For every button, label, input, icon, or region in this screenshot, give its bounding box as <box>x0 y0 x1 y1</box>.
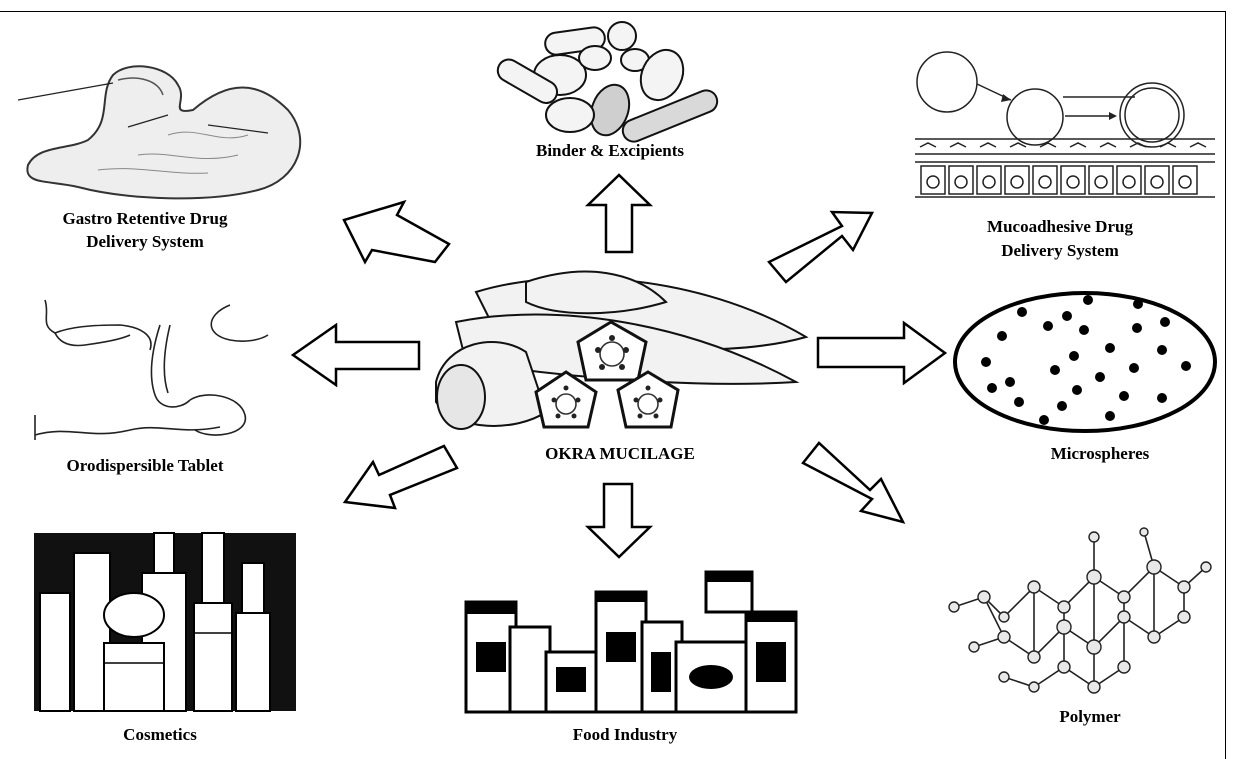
arrow-to-food <box>584 482 654 559</box>
orodispersible-label: Orodispersible Tablet <box>66 456 224 475</box>
arrow-to-microspheres <box>816 320 948 386</box>
arrow-to-polymer <box>801 441 906 524</box>
gastro-label-line-2: Delivery System <box>86 232 204 251</box>
arrow-to-gastro <box>342 199 451 265</box>
frame-right-border <box>1225 11 1226 759</box>
mucoadhesive-label-line-2: Delivery System <box>1001 241 1119 260</box>
cosmetic-bottles-icon <box>34 532 296 712</box>
microsphere-dots-icon <box>953 291 1217 433</box>
frame-top-border <box>0 11 1226 12</box>
stomach-icon <box>17 65 302 200</box>
center-label: OKRA MUCILAGE <box>545 444 695 463</box>
arrow-to-binder <box>584 173 654 254</box>
arrow-to-cosmetics <box>342 444 459 510</box>
mucoadhesive-label-line-1: Mucoadhesive Drug <box>987 217 1133 236</box>
food-jars-icon <box>464 570 798 714</box>
arrow-to-mucoadhesive <box>767 210 875 284</box>
tablets-capsules-icon <box>496 21 719 143</box>
food-label: Food Industry <box>572 725 678 744</box>
polymer-label: Polymer <box>1059 707 1121 726</box>
gastro-label-line-1: Gastro Retentive Drug <box>62 209 228 228</box>
microspheres-label: Microspheres <box>1050 444 1150 463</box>
binder-label: Binder & Excipients <box>536 141 684 160</box>
molecule-network-icon <box>948 527 1212 694</box>
mucosa-adhesion-icon <box>915 51 1215 198</box>
arrow-to-orodispersible <box>290 322 421 388</box>
cosmetics-label: Cosmetics <box>123 725 197 744</box>
throat-anatomy-icon <box>34 299 269 440</box>
okra-pods-icon <box>435 270 809 430</box>
